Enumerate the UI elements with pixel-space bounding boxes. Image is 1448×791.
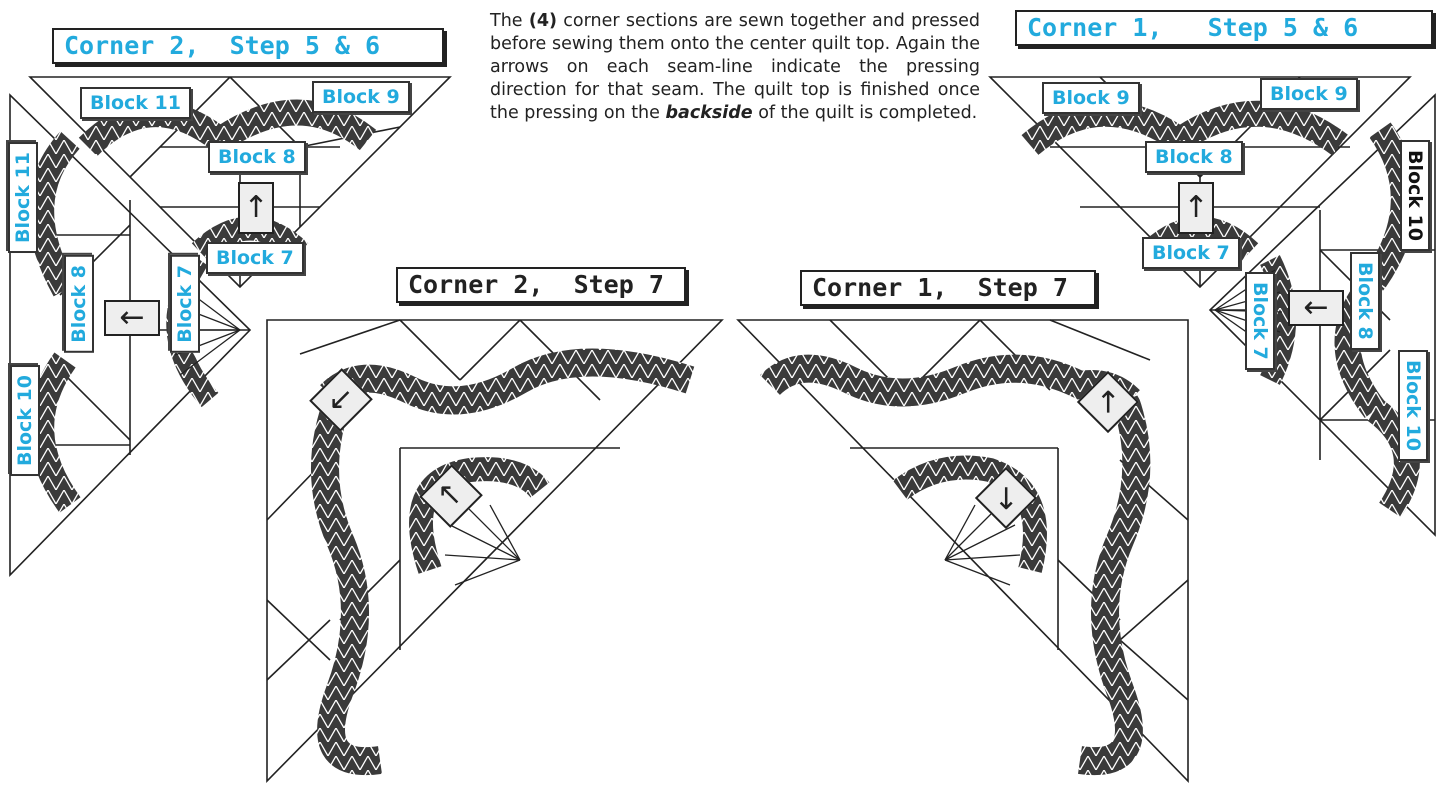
- c1-label-block7-side: Block 7: [1245, 272, 1275, 370]
- c1-arrow-up: ↑: [1178, 182, 1214, 234]
- c2-label-block7-top: Block 7: [206, 242, 304, 274]
- c2-label-block8-side: Block 8: [64, 255, 94, 353]
- c2-arrow-up: ↑: [238, 182, 274, 234]
- c1-label-block8-side: Block 8: [1350, 252, 1380, 350]
- c2-label-block10: Block 10: [10, 365, 40, 476]
- c2-label-block11-side: Block 11: [8, 142, 38, 253]
- c2s7-top-wave: [330, 363, 690, 401]
- c2-label-block11-top: Block 11: [80, 87, 191, 119]
- intro-count: (4): [529, 11, 557, 31]
- title-corner2-step7: Corner 2, Step 7: [396, 267, 686, 303]
- c1-label-block10-bottom: Block 10: [1398, 350, 1428, 461]
- c2-arc-block11: [88, 114, 220, 147]
- c1-label-block10-top: Block 10: [1400, 140, 1430, 251]
- c1-label-block8-top: Block 8: [1145, 141, 1243, 173]
- c1-label-block7-top: Block 7: [1142, 237, 1240, 269]
- c2-arc-block9: [220, 113, 368, 141]
- title-corner1-step7: Corner 1, Step 7: [800, 270, 1096, 306]
- intro-paragraph: The (4) corner sections are sewn togethe…: [490, 10, 980, 125]
- c1-arrow-left: ←: [1288, 290, 1344, 326]
- title-corner2-step56: Corner 2, Step 5 & 6: [52, 28, 444, 64]
- c2-label-block9: Block 9: [312, 81, 410, 113]
- c1-label-block9-left: Block 9: [1042, 82, 1140, 114]
- c1s7-side-wave: [1080, 400, 1136, 761]
- intro-text-3: of the quilt is completed.: [753, 103, 978, 123]
- c1s7-top-wave: [770, 369, 1130, 400]
- c2-arrow-left: ←: [104, 300, 160, 336]
- c2-arc-block10-side: [41, 360, 70, 505]
- title-corner1-step56: Corner 1, Step 5 & 6: [1015, 10, 1433, 46]
- intro-emphasis: backside: [665, 103, 752, 123]
- c2-label-block7-side: Block 7: [170, 255, 200, 353]
- c2s7-side-wave: [325, 395, 380, 761]
- intro-text-1: The: [490, 11, 529, 31]
- c1-label-block9-right: Block 9: [1260, 78, 1358, 110]
- c2-label-block8-top: Block 8: [208, 141, 306, 173]
